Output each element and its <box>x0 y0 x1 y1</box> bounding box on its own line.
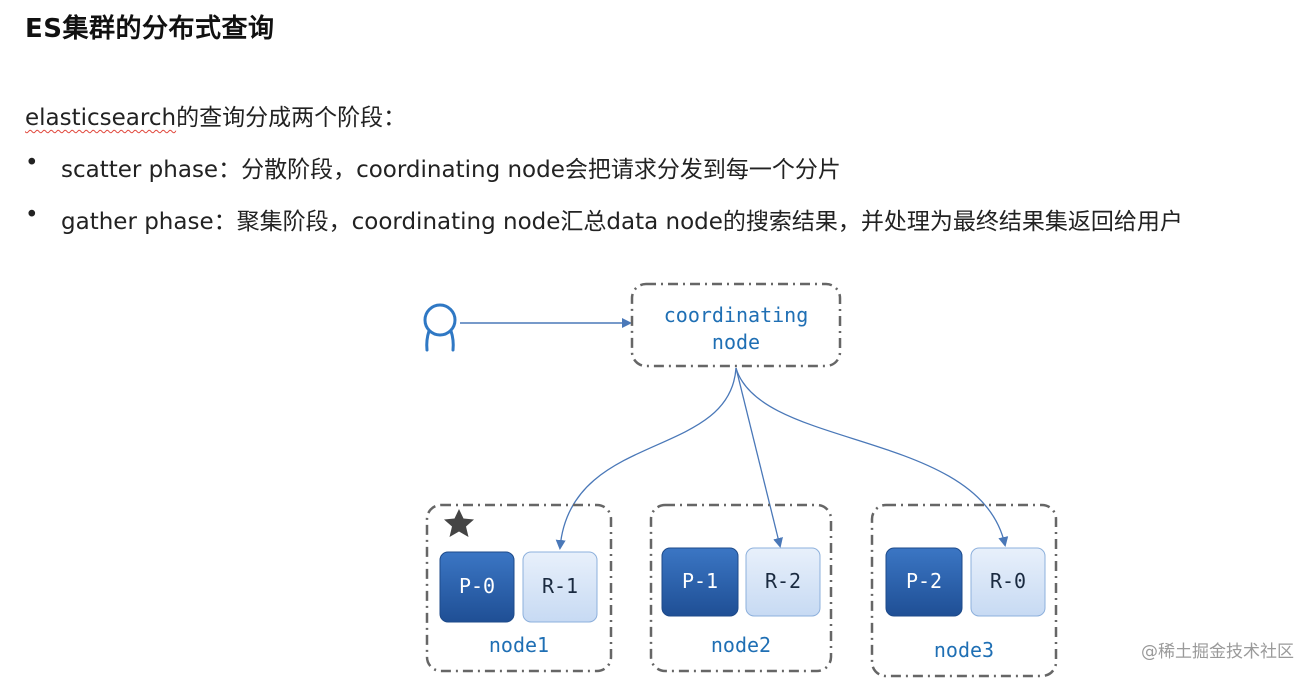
coordinating-node-label-line2: node <box>712 330 760 354</box>
replica-shard-label: R-0 <box>990 569 1026 593</box>
replica-shard-label: R-1 <box>542 574 578 598</box>
intro-rest: 的查询分成两个阶段： <box>176 105 407 131</box>
list-item: • gather phase：聚集阶段，coordinating node汇总d… <box>25 202 1183 254</box>
watermark: @稀土掘金技术社区 <box>1141 642 1294 662</box>
primary-shard-label: P-1 <box>682 569 718 593</box>
node-label: node2 <box>711 633 771 657</box>
replica-shard-label: R-2 <box>765 569 801 593</box>
user-icon <box>423 303 457 352</box>
coordinating-node-label-line1: coordinating <box>664 303 809 327</box>
bullet-marker: • <box>25 202 39 228</box>
intro-text: elasticsearch的查询分成两个阶段： <box>25 98 406 132</box>
coordinating-node-box <box>630 282 842 368</box>
scatter-arrow-node3 <box>735 367 1009 547</box>
list-item: • scatter phase：分散阶段，coordinating node会把… <box>25 150 1183 202</box>
intro-word: elasticsearch <box>25 105 177 131</box>
data-node-2: P-1 R-2 node2 <box>649 503 833 673</box>
replica-shard <box>745 547 821 617</box>
primary-shard <box>661 547 739 617</box>
node-label: node3 <box>934 638 994 662</box>
data-node-1: P-0 R-1 node1 <box>425 503 613 673</box>
star-icon <box>444 509 474 537</box>
phase-list: • scatter phase：分散阶段，coordinating node会把… <box>25 150 1183 254</box>
bullet-text: scatter phase：分散阶段，coordinating node会把请求… <box>61 157 841 183</box>
node-label: node1 <box>489 633 549 657</box>
scatter-arrow-node1 <box>555 367 737 550</box>
primary-shard-label: P-2 <box>906 569 942 593</box>
bullet-text: gather phase：聚集阶段，coordinating node汇总dat… <box>61 209 1183 235</box>
primary-shard <box>439 551 515 623</box>
page-title: ES集群的分布式查询 <box>25 14 275 44</box>
primary-shard <box>885 547 963 617</box>
scatter-arrow-node2 <box>735 367 783 548</box>
replica-shard <box>522 551 598 623</box>
replica-shard <box>970 547 1046 617</box>
bullet-marker: • <box>25 150 39 176</box>
primary-shard-label: P-0 <box>459 574 495 598</box>
data-node-3: P-2 R-0 node3 <box>870 503 1058 678</box>
